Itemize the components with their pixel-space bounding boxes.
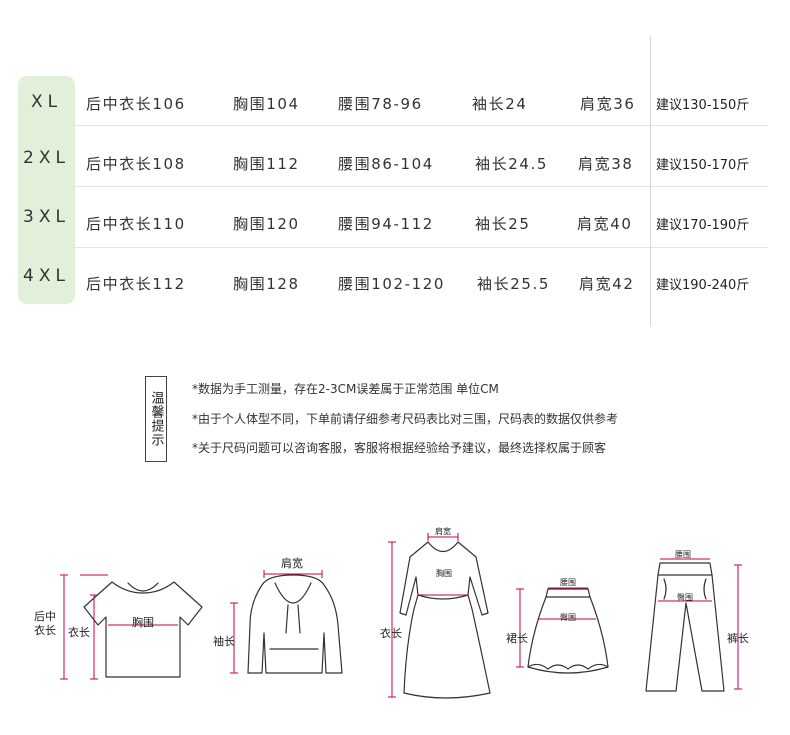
- weight-advice: 建议150-170斤: [656, 158, 750, 173]
- shoulder-cell: 肩宽38: [578, 155, 634, 173]
- sleeve-cell: 袖长25.5: [477, 275, 550, 293]
- dress-chest-label: 胸围: [436, 569, 452, 578]
- chest-cell: 胸围112: [233, 155, 300, 173]
- size-column-background: [18, 76, 75, 304]
- column-divider: [650, 36, 651, 326]
- shoulder-cell: 肩宽42: [579, 275, 635, 293]
- tshirt-length-label: 衣长: [68, 626, 90, 639]
- tshirt-back-length-label: 后中衣长: [34, 610, 56, 637]
- chest-cell: 胸围104: [233, 95, 300, 113]
- size-label: 2XL: [23, 148, 70, 168]
- weight-advice: 建议130-150斤: [656, 98, 750, 113]
- tip-line: *由于个人体型不同，下单前请仔细参考尺码表比对三围，尺码表的数据仅供参考: [192, 412, 619, 426]
- weight-advice: 建议170-190斤: [656, 218, 750, 233]
- chest-cell: 胸围128: [233, 275, 300, 293]
- tips-title-box: 温馨提示: [145, 376, 167, 462]
- waist-cell: 腰围86-104: [338, 155, 434, 173]
- hoodie-sleeve-label: 袖长: [213, 635, 235, 648]
- waist-cell: 腰围78-96: [338, 95, 423, 113]
- tshirt-illustration: [83, 581, 203, 678]
- skirt-illustration: [527, 588, 609, 674]
- back-length-cell: 后中衣长110: [86, 215, 186, 233]
- row-divider: [75, 125, 768, 126]
- chest-cell: 胸围120: [233, 215, 300, 233]
- sleeve-cell: 袖长24: [472, 95, 528, 113]
- hoodie-illustration: [247, 574, 343, 674]
- tip-line: *关于尺码问题可以咨询客服，客服将根据经验给予建议，最终选择权属于顾客: [192, 441, 607, 455]
- tips-title: 温馨提示: [148, 391, 164, 447]
- weight-advice: 建议190-240斤: [656, 278, 750, 293]
- size-label: 3XL: [23, 207, 70, 227]
- pants-length-label: 裤长: [727, 632, 749, 645]
- waist-cell: 腰围102-120: [338, 275, 446, 293]
- row-divider: [75, 186, 768, 187]
- shoulder-cell: 肩宽40: [577, 215, 633, 233]
- skirt-waist-label: 腰围: [560, 578, 576, 587]
- sleeve-cell: 袖长25: [475, 215, 531, 233]
- back-length-cell: 后中衣长108: [86, 155, 186, 173]
- skirt-hip-label: 臀围: [560, 613, 576, 622]
- size-label: XL: [30, 92, 63, 112]
- size-table: XL 后中衣长106 胸围104 腰围78-96 袖长24 肩宽36 建议130…: [0, 0, 790, 330]
- back-length-cell: 后中衣长112: [86, 275, 186, 293]
- waist-cell: 腰围94-112: [338, 215, 434, 233]
- pants-hip-label: 臀围: [677, 593, 693, 602]
- garment-illustrations: [60, 533, 742, 699]
- sleeve-cell: 袖长24.5: [475, 155, 548, 173]
- pants-waist-label: 腰围: [675, 550, 691, 559]
- hoodie-shoulder-label: 肩宽: [281, 557, 303, 570]
- measurement-lines: [60, 533, 742, 698]
- shoulder-cell: 肩宽36: [580, 95, 636, 113]
- measurement-diagrams: 后中衣长 衣长 胸围 肩宽 袖长 肩宽 胸围 衣长 腰围 臀围 裙长 腰围 臀围…: [0, 515, 790, 735]
- dress-length-label: 衣长: [380, 627, 402, 640]
- tshirt-chest-label: 胸围: [132, 616, 154, 629]
- row-divider: [75, 247, 768, 248]
- back-length-cell: 后中衣长106: [86, 95, 186, 113]
- pants-illustration: [645, 562, 725, 692]
- dress-shoulder-label: 肩宽: [435, 527, 451, 536]
- tip-line: *数据为手工测量，存在2-3CM误差属于正常范围 单位CM: [192, 382, 499, 396]
- dress-illustration: [399, 541, 491, 699]
- skirt-length-label: 裙长: [506, 632, 528, 645]
- size-label: 4XL: [23, 266, 70, 286]
